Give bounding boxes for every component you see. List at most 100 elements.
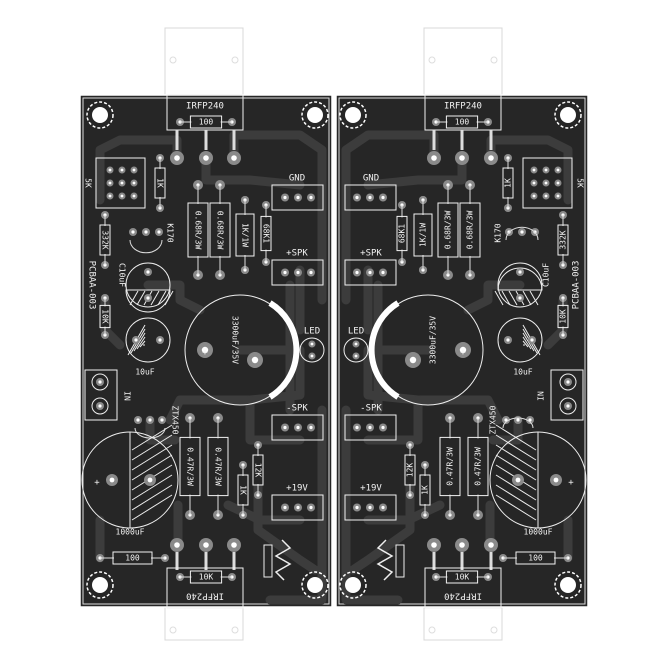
pad-hole [283, 195, 287, 200]
terminal-screw [559, 373, 577, 391]
pad-hole [203, 542, 209, 548]
label-r-068-a: 0.68R/3W [194, 211, 203, 250]
pad-hole [556, 194, 560, 198]
pad-hole [556, 168, 560, 172]
terminal-screw [91, 373, 109, 391]
pad-hole [309, 505, 313, 510]
mount-hole-ring [86, 101, 114, 129]
pad-hole [132, 194, 136, 198]
pad-hole [431, 542, 437, 548]
pad-hole [459, 155, 465, 161]
mount-hole-ring [301, 571, 329, 599]
label-r-68k1: 68K1 [398, 224, 407, 243]
cap-polarity-band [368, 300, 400, 400]
label-r-1k-a: 1K [156, 178, 165, 188]
resistor-body [439, 436, 461, 497]
capacitor-symbol [395, 544, 405, 578]
hatch-line [157, 290, 167, 306]
resistor-body [189, 570, 223, 584]
resistor-fill [189, 204, 207, 256]
label-r-1k-1w: 1K/1W [241, 223, 250, 247]
mount-hole [345, 107, 361, 123]
label-r-047-b: 0.47R/3W [446, 447, 455, 486]
connector-outline [271, 494, 324, 521]
resistor-fill [114, 553, 151, 563]
cap-polarity-band [268, 300, 300, 400]
label-mosfet-top: IRFP240 [186, 102, 224, 112]
pad-hole [459, 346, 467, 354]
led-outline [343, 337, 369, 363]
label-r-047-a: 0.47R/3W [474, 447, 483, 486]
hatch-line [494, 290, 504, 306]
resistor-body [396, 215, 408, 252]
heatsink-hole [169, 626, 177, 634]
pad-hole [283, 505, 287, 510]
hatch-line [495, 444, 537, 471]
mount-hole [345, 577, 361, 593]
connector-outline [344, 414, 397, 441]
pad-hole [532, 181, 536, 185]
hatch-line [495, 454, 537, 481]
resistor-fill [191, 572, 221, 582]
copper-trace [463, 280, 525, 315]
label-r-10k: 10K [101, 309, 110, 324]
heatsink-hole [490, 626, 498, 634]
resistor-body [459, 202, 481, 258]
pad-hole [251, 356, 259, 364]
heatsink-hole [428, 626, 436, 634]
pad-hole [131, 230, 135, 234]
pad-hole [120, 194, 124, 198]
resistor-body [437, 202, 459, 258]
pad-hole [109, 477, 115, 483]
terminal-screw [91, 397, 109, 415]
mount-hole-ring [554, 571, 582, 599]
resistor-fill [191, 117, 221, 127]
pad-hole [355, 270, 359, 275]
pad-hole [231, 542, 237, 548]
pad-hole [203, 155, 209, 161]
input-terminal [84, 369, 118, 421]
label-r-bottom: 100 [528, 554, 543, 563]
hatch-line [133, 332, 146, 352]
mount-hole [307, 107, 323, 123]
pad-hole [231, 155, 237, 161]
hatch-line [522, 290, 532, 306]
hatch-line [131, 494, 173, 521]
resistor-body [413, 213, 433, 257]
resistor-body [445, 570, 479, 584]
resistor-body [467, 436, 489, 497]
pad-hole [146, 296, 150, 300]
resistor-fill [101, 226, 109, 254]
mount-hole [307, 577, 323, 593]
connector-outline [344, 184, 397, 211]
resistor-fill [101, 306, 109, 327]
pad-hole [296, 270, 300, 275]
cap-10uf-b [497, 317, 543, 363]
resistor-fill [559, 306, 567, 327]
pad-hole [488, 155, 494, 161]
cap-polarity-hatch [497, 267, 543, 291]
connector-outline [271, 414, 324, 441]
resistor-fill [447, 117, 477, 127]
label-r-047-b: 0.47R/3W [214, 447, 223, 486]
resistor-fill [415, 215, 431, 255]
pad-hole [532, 168, 536, 172]
mount-hole [92, 107, 108, 123]
label-r-top: 100 [199, 118, 214, 127]
label-v19: +19V [360, 484, 382, 494]
pad-hole [148, 418, 152, 422]
hatch-line [150, 290, 160, 306]
pad-hole [132, 168, 136, 172]
pad-hole [488, 542, 494, 548]
mount-hole-ring [339, 101, 367, 129]
hatch-line [522, 332, 535, 352]
resistor-body [112, 551, 153, 565]
pad-hole [368, 425, 372, 430]
bjt-outline [134, 427, 166, 439]
pad-hole [518, 296, 522, 300]
pad-hole [134, 338, 138, 342]
hatch-line [136, 290, 146, 306]
pad-hole [136, 418, 140, 422]
